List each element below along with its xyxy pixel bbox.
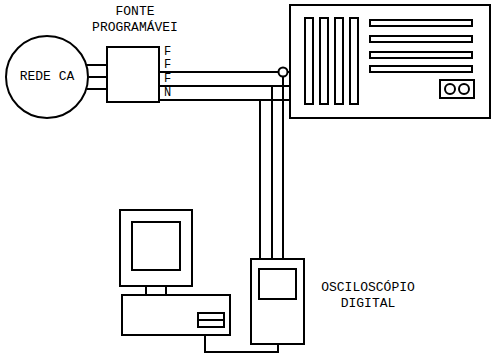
supply-wire [87,88,106,90]
vent-bar [370,66,472,72]
phase-wire [160,71,290,73]
monitor [120,210,192,286]
load-equipment [290,5,490,118]
vent-bar [370,36,472,42]
node-heading: OSCILOSCÓPIO DIGITAL [312,280,424,312]
knob [459,84,469,94]
oscilloscope-box: OSCILOSCÓPIO DIGITAL [250,258,305,345]
probe-wire [282,77,284,258]
vent-bar [370,20,472,26]
computer-case [122,295,230,335]
ac-grid-circle: REDE CA [5,35,89,119]
terminal-label: F [164,46,171,58]
slot [320,18,328,104]
knob [445,84,455,94]
phase-wire [160,85,290,87]
probe-wire [271,86,273,258]
supply-wire [87,64,106,66]
oscilloscope-screen [258,268,297,300]
slot [335,18,343,104]
wire-connector [89,76,106,78]
disk-slot [198,319,224,321]
disk-drive [198,313,224,327]
terminal-label: F [164,59,171,71]
control-panel [440,80,474,98]
slot [350,18,358,104]
wire-connector [160,100,260,258]
node-label: REDE CA [19,69,75,85]
programmable-source-box: FONTE PROGRAMÁVEI [106,46,160,103]
neutral-wire [260,99,290,101]
vent-bar [370,52,472,58]
monitor-stand [146,286,166,295]
slot [305,18,313,104]
node-heading: FONTE PROGRAMÁVEI [85,4,185,36]
terminal-label: N [164,87,171,99]
terminal-label: F [164,73,171,85]
current-probe [279,68,288,77]
monitor-screen [132,222,180,270]
